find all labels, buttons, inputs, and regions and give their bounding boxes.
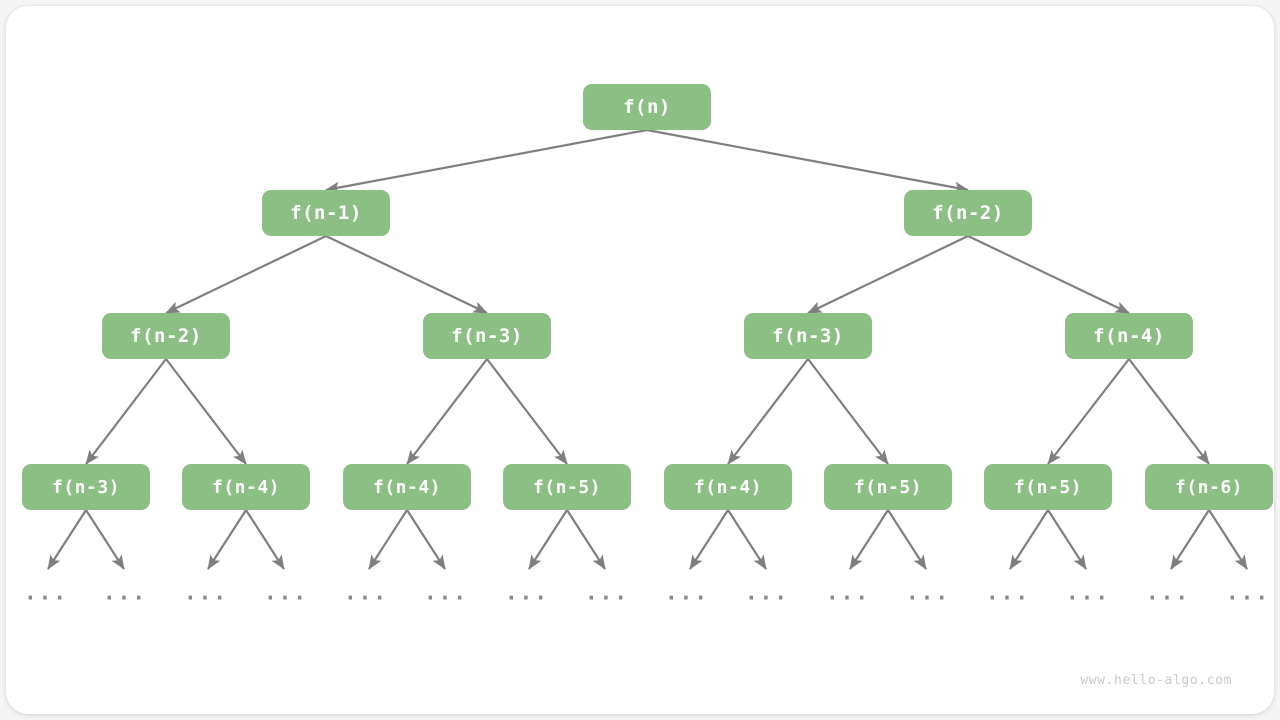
tree-node[interactable]: f(n-2) [102, 313, 230, 359]
tree-edge [807, 235, 969, 314]
tree-edge [646, 128, 969, 194]
tree-node[interactable]: f(n-5) [503, 464, 631, 510]
tree-node[interactable]: f(n) [583, 84, 711, 130]
ellipsis-marker: ... [906, 580, 950, 605]
tree-edge [887, 509, 927, 570]
tree-edge [1128, 358, 1210, 465]
tree-node[interactable]: f(n-5) [824, 464, 952, 510]
tree-edge [47, 509, 87, 570]
tree-edge [1047, 358, 1130, 465]
tree-edge [967, 235, 1130, 314]
tree-edge [85, 509, 125, 570]
tree-edge [406, 509, 446, 570]
tree-node[interactable]: f(n-3) [744, 313, 872, 359]
ellipsis-marker: ... [1226, 580, 1270, 605]
tree-node[interactable]: f(n-1) [262, 190, 390, 236]
ellipsis-marker: ... [1146, 580, 1190, 605]
diagram-card: f(n) f(n-1) f(n-2) f(n-2) f(n-3) f(n-3) f(n-4)… [6, 6, 1274, 714]
tree-edge [486, 358, 568, 465]
ellipsis-marker: ... [665, 580, 709, 605]
tree-edge [807, 358, 889, 465]
tree-edge [325, 235, 488, 314]
tree-node[interactable]: f(n-5) [984, 464, 1112, 510]
tree-node[interactable]: f(n-4) [343, 464, 471, 510]
tree-node[interactable]: f(n-2) [904, 190, 1032, 236]
ellipsis-marker: ... [745, 580, 789, 605]
tree-edge [245, 509, 285, 570]
tree-node[interactable]: f(n-6) [1145, 464, 1273, 510]
tree-node[interactable]: f(n-3) [423, 313, 551, 359]
tree-edge [165, 235, 327, 314]
tree-edge [1208, 509, 1248, 570]
ellipsis-marker: ... [24, 580, 68, 605]
tree-edge [689, 509, 729, 570]
ellipsis-marker: ... [986, 580, 1030, 605]
ellipsis-marker: ... [1066, 580, 1110, 605]
ellipsis-marker: ... [184, 580, 228, 605]
ellipsis-marker: ... [826, 580, 870, 605]
tree-node[interactable]: f(n-4) [664, 464, 792, 510]
ellipsis-marker: ... [424, 580, 468, 605]
tree-edge [528, 509, 568, 570]
ellipsis-marker: ... [264, 580, 308, 605]
tree-edge [85, 358, 167, 465]
tree-node[interactable]: f(n-4) [182, 464, 310, 510]
tree-edge [207, 509, 247, 570]
ellipsis-marker: ... [103, 580, 147, 605]
tree-edge [727, 358, 809, 465]
tree-node[interactable]: f(n-4) [1065, 313, 1193, 359]
tree-edge [727, 509, 767, 570]
watermark-label: www.hello-algo.com [1080, 673, 1232, 688]
tree-edge [566, 509, 606, 570]
ellipsis-marker: ... [585, 580, 629, 605]
tree-edge [1047, 509, 1087, 570]
ellipsis-marker: ... [344, 580, 388, 605]
tree-edge [368, 509, 408, 570]
tree-edge [406, 358, 488, 465]
ellipsis-marker: ... [505, 580, 549, 605]
tree-edge [1009, 509, 1049, 570]
tree-edge [849, 509, 889, 570]
tree-node[interactable]: f(n-3) [22, 464, 150, 510]
tree-edge [165, 358, 247, 465]
tree-edge [1170, 509, 1210, 570]
tree-edge [325, 128, 648, 194]
